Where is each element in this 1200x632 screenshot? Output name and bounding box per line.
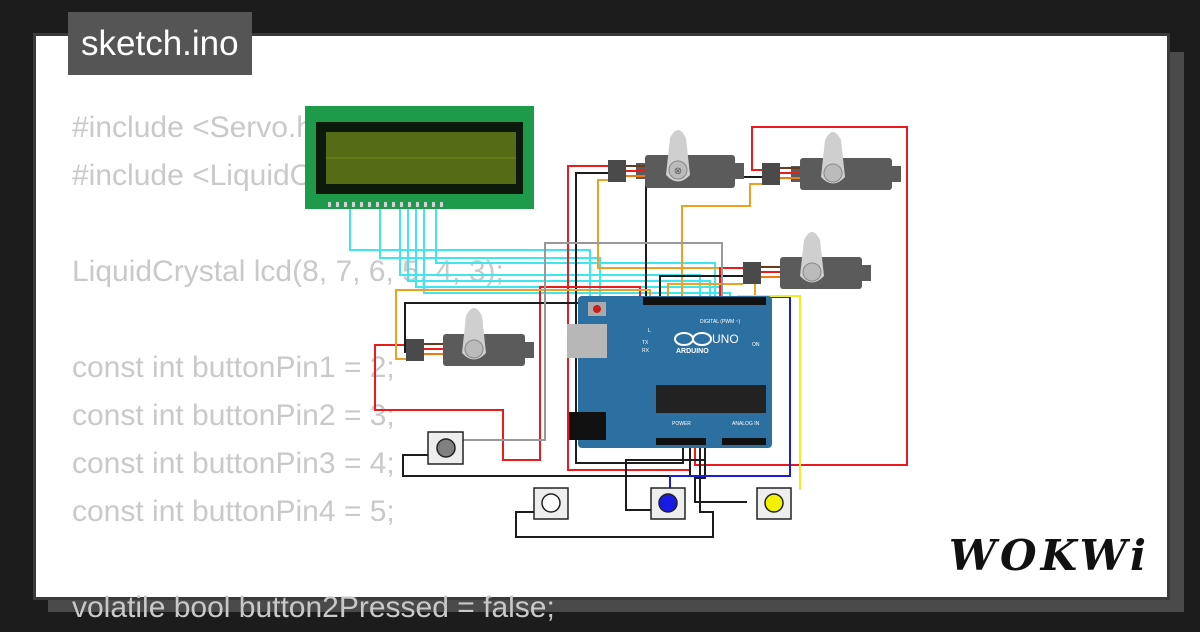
digital-label: DIGITAL (PWM ~) [700, 319, 740, 325]
wire [399, 205, 701, 300]
arduino-uno-board[interactable]: ARDUINO UNO DIGITAL (PWM ~) ANALOG IN PO… [567, 296, 772, 448]
wire [379, 205, 601, 300]
servo-motor[interactable] [406, 308, 534, 366]
file-tab[interactable]: sketch.ino [68, 12, 252, 75]
wire [681, 183, 762, 300]
wire [694, 126, 908, 466]
code-line: const int buttonPin4 = 5; [72, 495, 395, 528]
analog-label: ANALOG IN [732, 421, 760, 427]
board-model: UNO [712, 332, 739, 346]
servo-motor[interactable] [762, 132, 901, 190]
lcd-pins [328, 202, 443, 207]
l-led-label: L [648, 328, 651, 334]
wire [659, 275, 743, 300]
push-button-gray[interactable] [427, 431, 464, 465]
wire [374, 286, 641, 461]
wire [462, 300, 546, 441]
wire [694, 448, 747, 503]
wokwi-logo: WOKWi [948, 531, 1150, 580]
code-line: const int buttonPin2 = 3; [72, 399, 395, 432]
wire [544, 242, 723, 300]
usb-port [567, 324, 607, 358]
wire [515, 448, 714, 538]
power-jack [569, 412, 606, 440]
servo-motor[interactable] [743, 232, 871, 289]
tx-label: TX [642, 340, 649, 346]
microcontroller-chip [656, 385, 766, 413]
push-button-blue[interactable] [650, 487, 686, 520]
wire [667, 283, 743, 300]
push-button-white[interactable] [533, 487, 569, 520]
code-line: const int buttonPin3 = 4; [72, 447, 395, 480]
svg-text:⊗: ⊗ [674, 166, 682, 177]
wire [407, 205, 711, 300]
code-line: const int buttonPin1 = 2; [72, 351, 395, 384]
wire [402, 448, 691, 477]
rx-label: RX [642, 348, 650, 354]
wire [395, 289, 651, 360]
wire [404, 302, 660, 353]
wire [349, 205, 591, 300]
wire [719, 267, 743, 300]
wire [575, 172, 684, 464]
power-label: POWER [672, 421, 691, 427]
board-brand: ARDUINO [676, 348, 709, 355]
on-led-label: ON [752, 342, 760, 348]
wires [349, 126, 908, 538]
push-button-yellow[interactable] [756, 487, 792, 520]
code-line: LiquidCrystal lcd(8, 7, 6, 5, 4, 3); [72, 255, 504, 288]
lcd-display[interactable] [305, 106, 534, 209]
servo-motor[interactable]: ⊗ [608, 130, 744, 188]
code-line: volatile bool button2Pressed = false; [72, 591, 555, 624]
